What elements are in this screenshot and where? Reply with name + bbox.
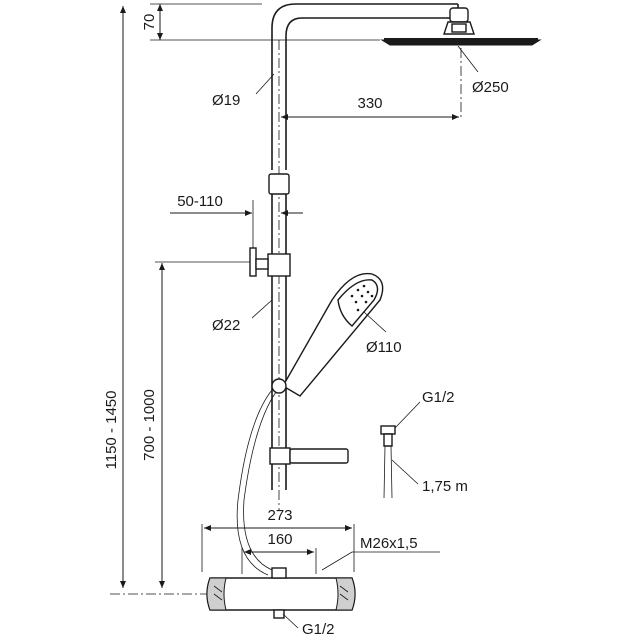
dim-hand-shower-diameter: Ø110 — [363, 311, 402, 356]
dim-thermostat-width: 273 — [201, 507, 355, 572]
hose-detail: G1/2 1,75 m — [380, 389, 468, 499]
label-hose-thread: G1/2 — [422, 389, 455, 406]
label-inlet-thread-bottom: G1/2 — [302, 621, 335, 638]
dim-outlet-thread: M26x1,5 — [321, 535, 440, 571]
label-bracket-range: 50-110 — [177, 193, 223, 210]
shower-hose — [236, 389, 277, 576]
dim-lower-pipe-diameter: Ø22 — [212, 299, 273, 334]
label-head-diameter: Ø250 — [472, 79, 509, 96]
wall-bracket — [249, 247, 291, 277]
dim-inlet-thread: G1/2 — [282, 613, 335, 638]
dim-bracket-range: 50-110 — [170, 193, 303, 252]
label-arm-length: 330 — [357, 95, 382, 112]
label-thermostat-width: 273 — [267, 507, 292, 524]
label-total-height: 1150 - 1450 — [103, 391, 120, 470]
dim-connection-spacing: 160 — [241, 531, 317, 574]
dim-top-offset: 70 — [141, 3, 380, 41]
label-bracket-height: 700 - 1000 — [141, 389, 158, 461]
dim-riser-diameter: Ø19 — [212, 73, 275, 109]
dim-head-diameter: Ø250 — [457, 45, 509, 96]
shower-shelf — [269, 447, 349, 465]
upper-slider — [268, 173, 290, 195]
shower-arm — [271, 3, 459, 170]
label-hose-length: 1,75 m — [422, 478, 468, 495]
dim-total-height: 1150 - 1450 — [103, 5, 126, 588]
hand-shower — [271, 272, 384, 397]
label-connection-spacing: 160 — [267, 531, 292, 548]
label-hand-shower-diameter: Ø110 — [366, 339, 402, 356]
label-lower-pipe-diameter: Ø22 — [212, 317, 240, 334]
dim-arm-length: 330 — [281, 95, 459, 120]
label-riser-diameter: Ø19 — [212, 92, 240, 109]
label-top-offset: 70 — [141, 14, 158, 31]
label-outlet-thread: M26x1,5 — [360, 535, 418, 552]
thermostat-mixer — [110, 567, 356, 619]
rain-shower-head — [380, 7, 542, 46]
dim-bracket-height: 700 - 1000 — [141, 261, 250, 588]
riser-pipe — [271, 194, 287, 490]
